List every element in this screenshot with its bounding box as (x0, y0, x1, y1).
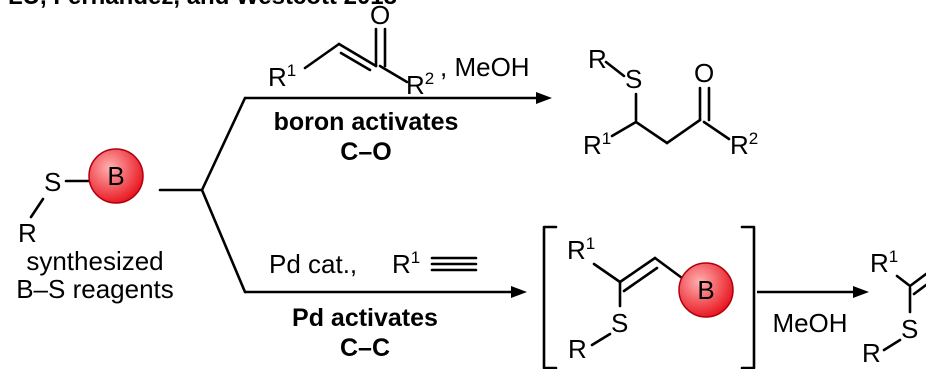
reagent-boron-label: B (107, 161, 124, 191)
top-activation-line1: boron activates (274, 108, 459, 136)
product-carbonyl-o: O (694, 58, 714, 88)
bottom-activation-line2: C–C (340, 334, 390, 362)
product-s-atom: S (625, 64, 642, 94)
reagent-r-group: R (18, 218, 37, 248)
alkyne-r1: R1 (392, 248, 420, 279)
top-arrow-head (536, 92, 552, 104)
reagent-boron-ball (88, 148, 144, 204)
intermediate-boron-label: B (697, 275, 714, 305)
reagent-r-s-bond (29, 197, 45, 219)
enone-r1: R1 (268, 61, 296, 92)
product-r-group: R (588, 44, 607, 74)
intermediate-s-atom: S (611, 308, 628, 338)
product-r2: R2 (730, 129, 758, 160)
bottom-catalyst-label: Pd cat., (269, 249, 357, 279)
intermediate-structure: R1 S R B (567, 234, 734, 364)
intermediate-r1: R1 (567, 234, 595, 265)
intermediate-left-bracket (542, 225, 558, 369)
intermediate-r-group: R (568, 334, 587, 364)
second-step-label: MeOH (772, 308, 847, 338)
intermediate-right-bracket (740, 225, 756, 369)
final-product-s-atom: S (901, 314, 918, 344)
header-text: LU, Fernández, and Westcott 2018 (8, 0, 397, 10)
top-pathway: R1 O R2 , MeOH boron activates C–O R S R… (245, 0, 758, 166)
final-product-r1: R1 (870, 247, 898, 278)
enone-carbonyl-o: O (370, 0, 390, 30)
bottom-arrow-head (511, 286, 527, 298)
top-activation-line2: C–O (340, 138, 391, 166)
top-solvent-label: , MeOH (440, 52, 530, 82)
bottom-activation-line1: Pd activates (292, 304, 438, 332)
branch-lines (158, 96, 247, 294)
enone-reagent: R1 O R2 , MeOH (268, 0, 530, 100)
product-r1: R1 (583, 129, 611, 160)
reagent-s-atom: S (44, 167, 61, 197)
enone-r2: R2 (406, 69, 434, 100)
reagent-caption-line1: synthesized (26, 246, 163, 276)
final-product-r-group: R (862, 338, 881, 368)
top-product: R S R1 O R2 (583, 44, 758, 160)
starting-reagent: S R B synthesized B–S reagents (16, 148, 174, 304)
final-product: R1 S R (862, 247, 926, 368)
alkyne-reagent: R1 (392, 248, 478, 279)
reagent-caption-line2: B–S reagents (16, 274, 174, 304)
intermediate-boron-ball (678, 262, 734, 318)
bottom-pathway: Pd cat., R1 Pd activates C–C R1 S R B (245, 225, 926, 369)
second-arrow-head (853, 286, 869, 298)
